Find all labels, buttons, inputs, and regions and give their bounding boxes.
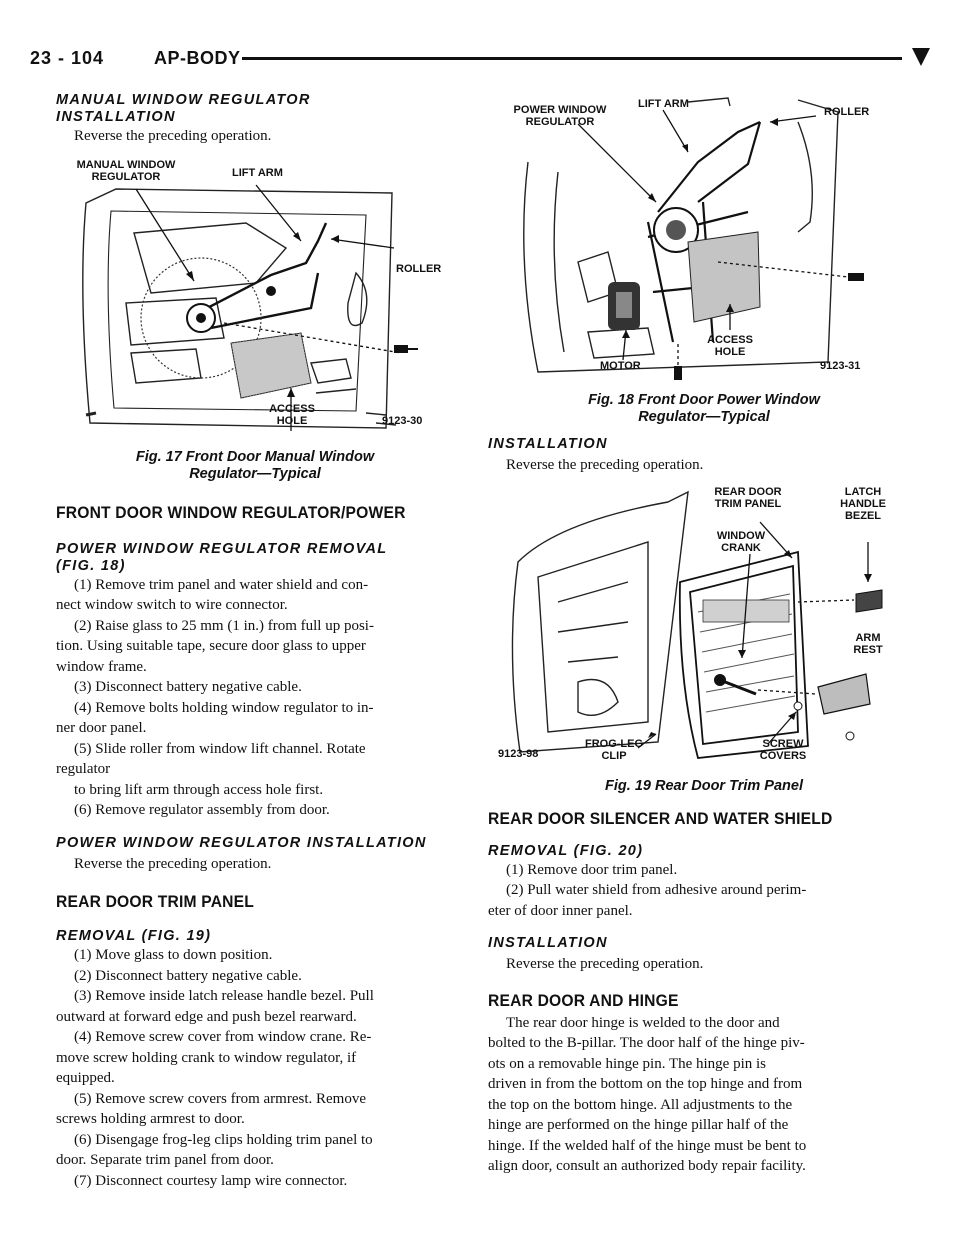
step-line: ner door panel. bbox=[56, 720, 147, 736]
step-line: regulator bbox=[56, 761, 111, 777]
text-line: ots on a removable hinge pin. The hinge … bbox=[488, 1055, 767, 1072]
page-header: 23 - 104 AP-BODY bbox=[30, 44, 930, 74]
step-line: (6) Remove regulator assembly from door. bbox=[74, 802, 330, 818]
text-line: the top on the bottom hinge. All adjustm… bbox=[488, 1096, 793, 1113]
label-motor: MOTOR bbox=[600, 360, 641, 372]
step-line: (4) Remove screw cover from window crane… bbox=[74, 1029, 372, 1045]
step-line: (4) Remove bolts holding window regulato… bbox=[74, 699, 374, 716]
right-column: POWER WINDOW REGULATOR LIFT ARM ROLLER M… bbox=[488, 92, 920, 1177]
step-line: eter of door inner panel. bbox=[488, 902, 633, 919]
label-access-hole: ACCESS HOLE bbox=[269, 402, 315, 427]
figure-19-illustration bbox=[511, 490, 883, 759]
figure-17: MANUAL WINDOW REGULATOR LIFT ARM ROLLER … bbox=[56, 153, 441, 445]
step-line: (2) Disconnect battery negative cable. bbox=[74, 967, 302, 984]
step-line: (6) Disengage frog-leg clips holding tri… bbox=[74, 1131, 373, 1148]
label-roller: ROLLER bbox=[824, 106, 870, 118]
step-line: to bring lift arm through access hole fi… bbox=[74, 781, 324, 798]
figure-18: POWER WINDOW REGULATOR LIFT ARM ROLLER M… bbox=[498, 92, 898, 390]
page-number: 23 - 104 bbox=[30, 48, 105, 68]
section-heading: REAR DOOR AND HINGE bbox=[488, 990, 679, 1010]
step-line: window frame. bbox=[56, 658, 147, 675]
label-rear-door-trim-panel: REAR DOOR TRIM PANEL bbox=[714, 485, 782, 510]
label-screw-covers: SCREW COVERS bbox=[759, 737, 807, 762]
step-line: screws holding armrest to door. bbox=[56, 1111, 245, 1127]
text-line: The rear door hinge is welded to the doo… bbox=[506, 1014, 780, 1031]
step-line: (2) Pull water shield from adhesive arou… bbox=[506, 882, 807, 898]
step-line: (5) Remove screw covers from armrest. Re… bbox=[74, 1090, 366, 1107]
text-line: hinge are performed on the hinge pillar … bbox=[488, 1117, 789, 1133]
step-line: (3) Disconnect battery negative cable. bbox=[74, 679, 302, 695]
left-column: MANUAL WINDOW REGULATOR INSTALLATION Rev… bbox=[56, 92, 454, 1191]
step-line: (3) Remove inside latch release handle b… bbox=[74, 988, 374, 1004]
subheading: REMOVAL (FIG. 19) bbox=[56, 928, 212, 944]
text-line: bolted to the B-pillar. The door half of… bbox=[488, 1035, 805, 1051]
subheading: INSTALLATION bbox=[488, 436, 608, 452]
subheading: POWER WINDOW REGULATOR INSTALLATION bbox=[56, 834, 427, 851]
paragraph: Reverse the preceding operation. bbox=[506, 956, 704, 972]
label-frog-leg-clip: FROG-LEG CLIP bbox=[584, 737, 644, 762]
figure-caption: Fig. 18 Front Door Power Window bbox=[588, 392, 820, 408]
step-line: (2) Raise glass to 25 mm (1 in.) from fu… bbox=[74, 617, 374, 634]
header-rule bbox=[242, 57, 902, 60]
header-title: AP-BODY bbox=[154, 48, 241, 68]
label-roller: ROLLER bbox=[396, 262, 442, 275]
subheading: (FIG. 18) bbox=[56, 557, 126, 574]
step-list: (1) Move glass to down position. (2) Dis… bbox=[56, 945, 454, 1191]
figure-caption: Fig. 17 Front Door Manual Window bbox=[135, 448, 375, 465]
subheading: INSTALLATION bbox=[488, 935, 608, 951]
subheading: POWER WINDOW REGULATOR REMOVAL bbox=[56, 540, 388, 557]
label-arm-rest: ARM REST bbox=[853, 631, 883, 656]
figure-code: 9123-31 bbox=[820, 360, 861, 372]
text-line: align door, consult an authorized body r… bbox=[488, 1158, 806, 1174]
label-manual-window-regulator: MANUAL WINDOW REGULATOR bbox=[76, 158, 176, 183]
step-line: (1) Move glass to down position. bbox=[74, 947, 273, 963]
figure-code: 9123-30 bbox=[382, 414, 423, 427]
step-line: outward at forward edge and push bezel r… bbox=[56, 1008, 357, 1025]
paragraph: Reverse the preceding operation. bbox=[74, 855, 272, 872]
figure-caption: Regulator—Typical bbox=[189, 465, 321, 482]
step-line: move screw holding crank to window regul… bbox=[56, 1049, 357, 1066]
label-lift-arm: LIFT ARM bbox=[232, 166, 283, 179]
step-line: (1) Remove trim panel and water shield a… bbox=[74, 576, 369, 593]
figure-18-illustration bbox=[523, 97, 864, 380]
text-line: driven in from the bottom on the top hin… bbox=[488, 1076, 803, 1092]
hinge-paragraph: The rear door hinge is welded to the doo… bbox=[488, 1013, 920, 1177]
label-access-hole: ACCESS HOLE bbox=[707, 334, 753, 358]
step-line: equipped. bbox=[56, 1070, 115, 1086]
paragraph: Reverse the preceding operation. bbox=[74, 128, 272, 144]
section-heading: FRONT DOOR WINDOW REGULATOR/POWER bbox=[56, 502, 406, 522]
label-lift-arm: LIFT ARM bbox=[638, 98, 689, 110]
step-line: (1) Remove door trim panel. bbox=[506, 861, 678, 878]
figure-17-illustration bbox=[82, 184, 418, 431]
label-window-crank: WINDOW CRANK bbox=[716, 529, 766, 554]
step-line: tion. Using suitable tape, secure door g… bbox=[56, 638, 366, 654]
step-line: door. Separate trim panel from door. bbox=[56, 1152, 274, 1168]
subheading: REMOVAL (FIG. 20) bbox=[488, 842, 644, 859]
figure-code: 9123-98 bbox=[498, 747, 539, 760]
step-line: nect window switch to wire connector. bbox=[56, 597, 288, 613]
figure-caption: Fig. 19 Rear Door Trim Panel bbox=[605, 777, 803, 794]
subheading: INSTALLATION bbox=[56, 109, 176, 125]
section-heading: REAR DOOR SILENCER AND WATER SHIELD bbox=[488, 808, 833, 828]
paragraph: Reverse the preceding operation. bbox=[506, 457, 704, 473]
label-power-window-regulator: POWER WINDOW REGULATOR bbox=[513, 104, 607, 128]
figure-caption: Regulator—Typical bbox=[638, 409, 770, 425]
figure-19: REAR DOOR TRIM PANEL LATCH HANDLE BEZEL … bbox=[498, 482, 898, 776]
step-line: (7) Disconnect courtesy lamp wire connec… bbox=[74, 1172, 348, 1189]
triangle-marker-icon bbox=[912, 48, 930, 66]
label-latch-handle-bezel: LATCH HANDLE BEZEL bbox=[840, 485, 886, 522]
section-heading: REAR DOOR TRIM PANEL bbox=[56, 892, 255, 911]
step-line: (5) Slide roller from window lift channe… bbox=[74, 740, 366, 757]
subheading: MANUAL WINDOW REGULATOR bbox=[56, 92, 311, 108]
step-list: (1) Remove trim panel and water shield a… bbox=[56, 575, 454, 821]
text-line: hinge. If the welded half of the hinge m… bbox=[488, 1137, 807, 1154]
